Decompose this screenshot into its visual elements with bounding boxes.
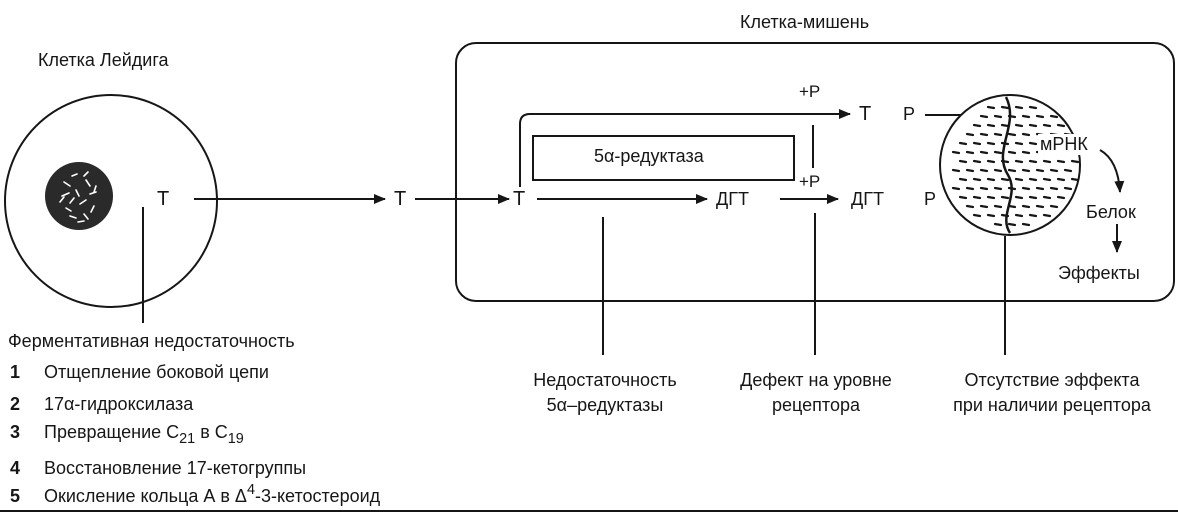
dgt-bound-label: ДГТ <box>851 189 884 209</box>
bound-t-label: T <box>859 103 872 125</box>
leydig-t-label: T <box>157 188 170 210</box>
receptor-defect-caption: Дефект на уровне рецептора <box>740 370 892 415</box>
cell-t-label: T <box>513 188 526 210</box>
leydig-cell-title: Клетка Лейдига <box>38 50 169 70</box>
enzyme-box <box>532 135 795 181</box>
mrna-label: мРНК <box>1038 134 1090 155</box>
no-effect-caption: Отсутствие эффекта при наличии рецептора <box>953 370 1151 415</box>
reductase-deficiency-caption: Недостаточность 5α–редуктазы <box>533 370 677 415</box>
enzyme-deficiency-title: Ферментативная недостаточность <box>8 331 295 351</box>
receptor-p-top: P <box>903 104 916 124</box>
transport-t-label: T <box>394 188 407 210</box>
arrow-t-direct-binding <box>519 109 851 187</box>
enzyme-box-label: 5α-редуктаза <box>594 146 704 166</box>
leydig-nucleus <box>45 162 113 230</box>
dgt-label: ДГТ <box>716 189 749 209</box>
effects-label: Эффекты <box>1058 263 1140 283</box>
target-cell-title: Клетка-мишень <box>740 12 870 32</box>
plus-p-top: +P <box>799 82 821 101</box>
target-nucleus <box>939 94 1081 236</box>
plus-p-bottom: +P <box>799 172 821 191</box>
protein-label: Белок <box>1086 202 1136 222</box>
receptor-p-bottom: P <box>924 189 937 209</box>
arrow-mrna-to-protein <box>1099 149 1125 193</box>
leydig-cell-outline <box>4 94 218 308</box>
